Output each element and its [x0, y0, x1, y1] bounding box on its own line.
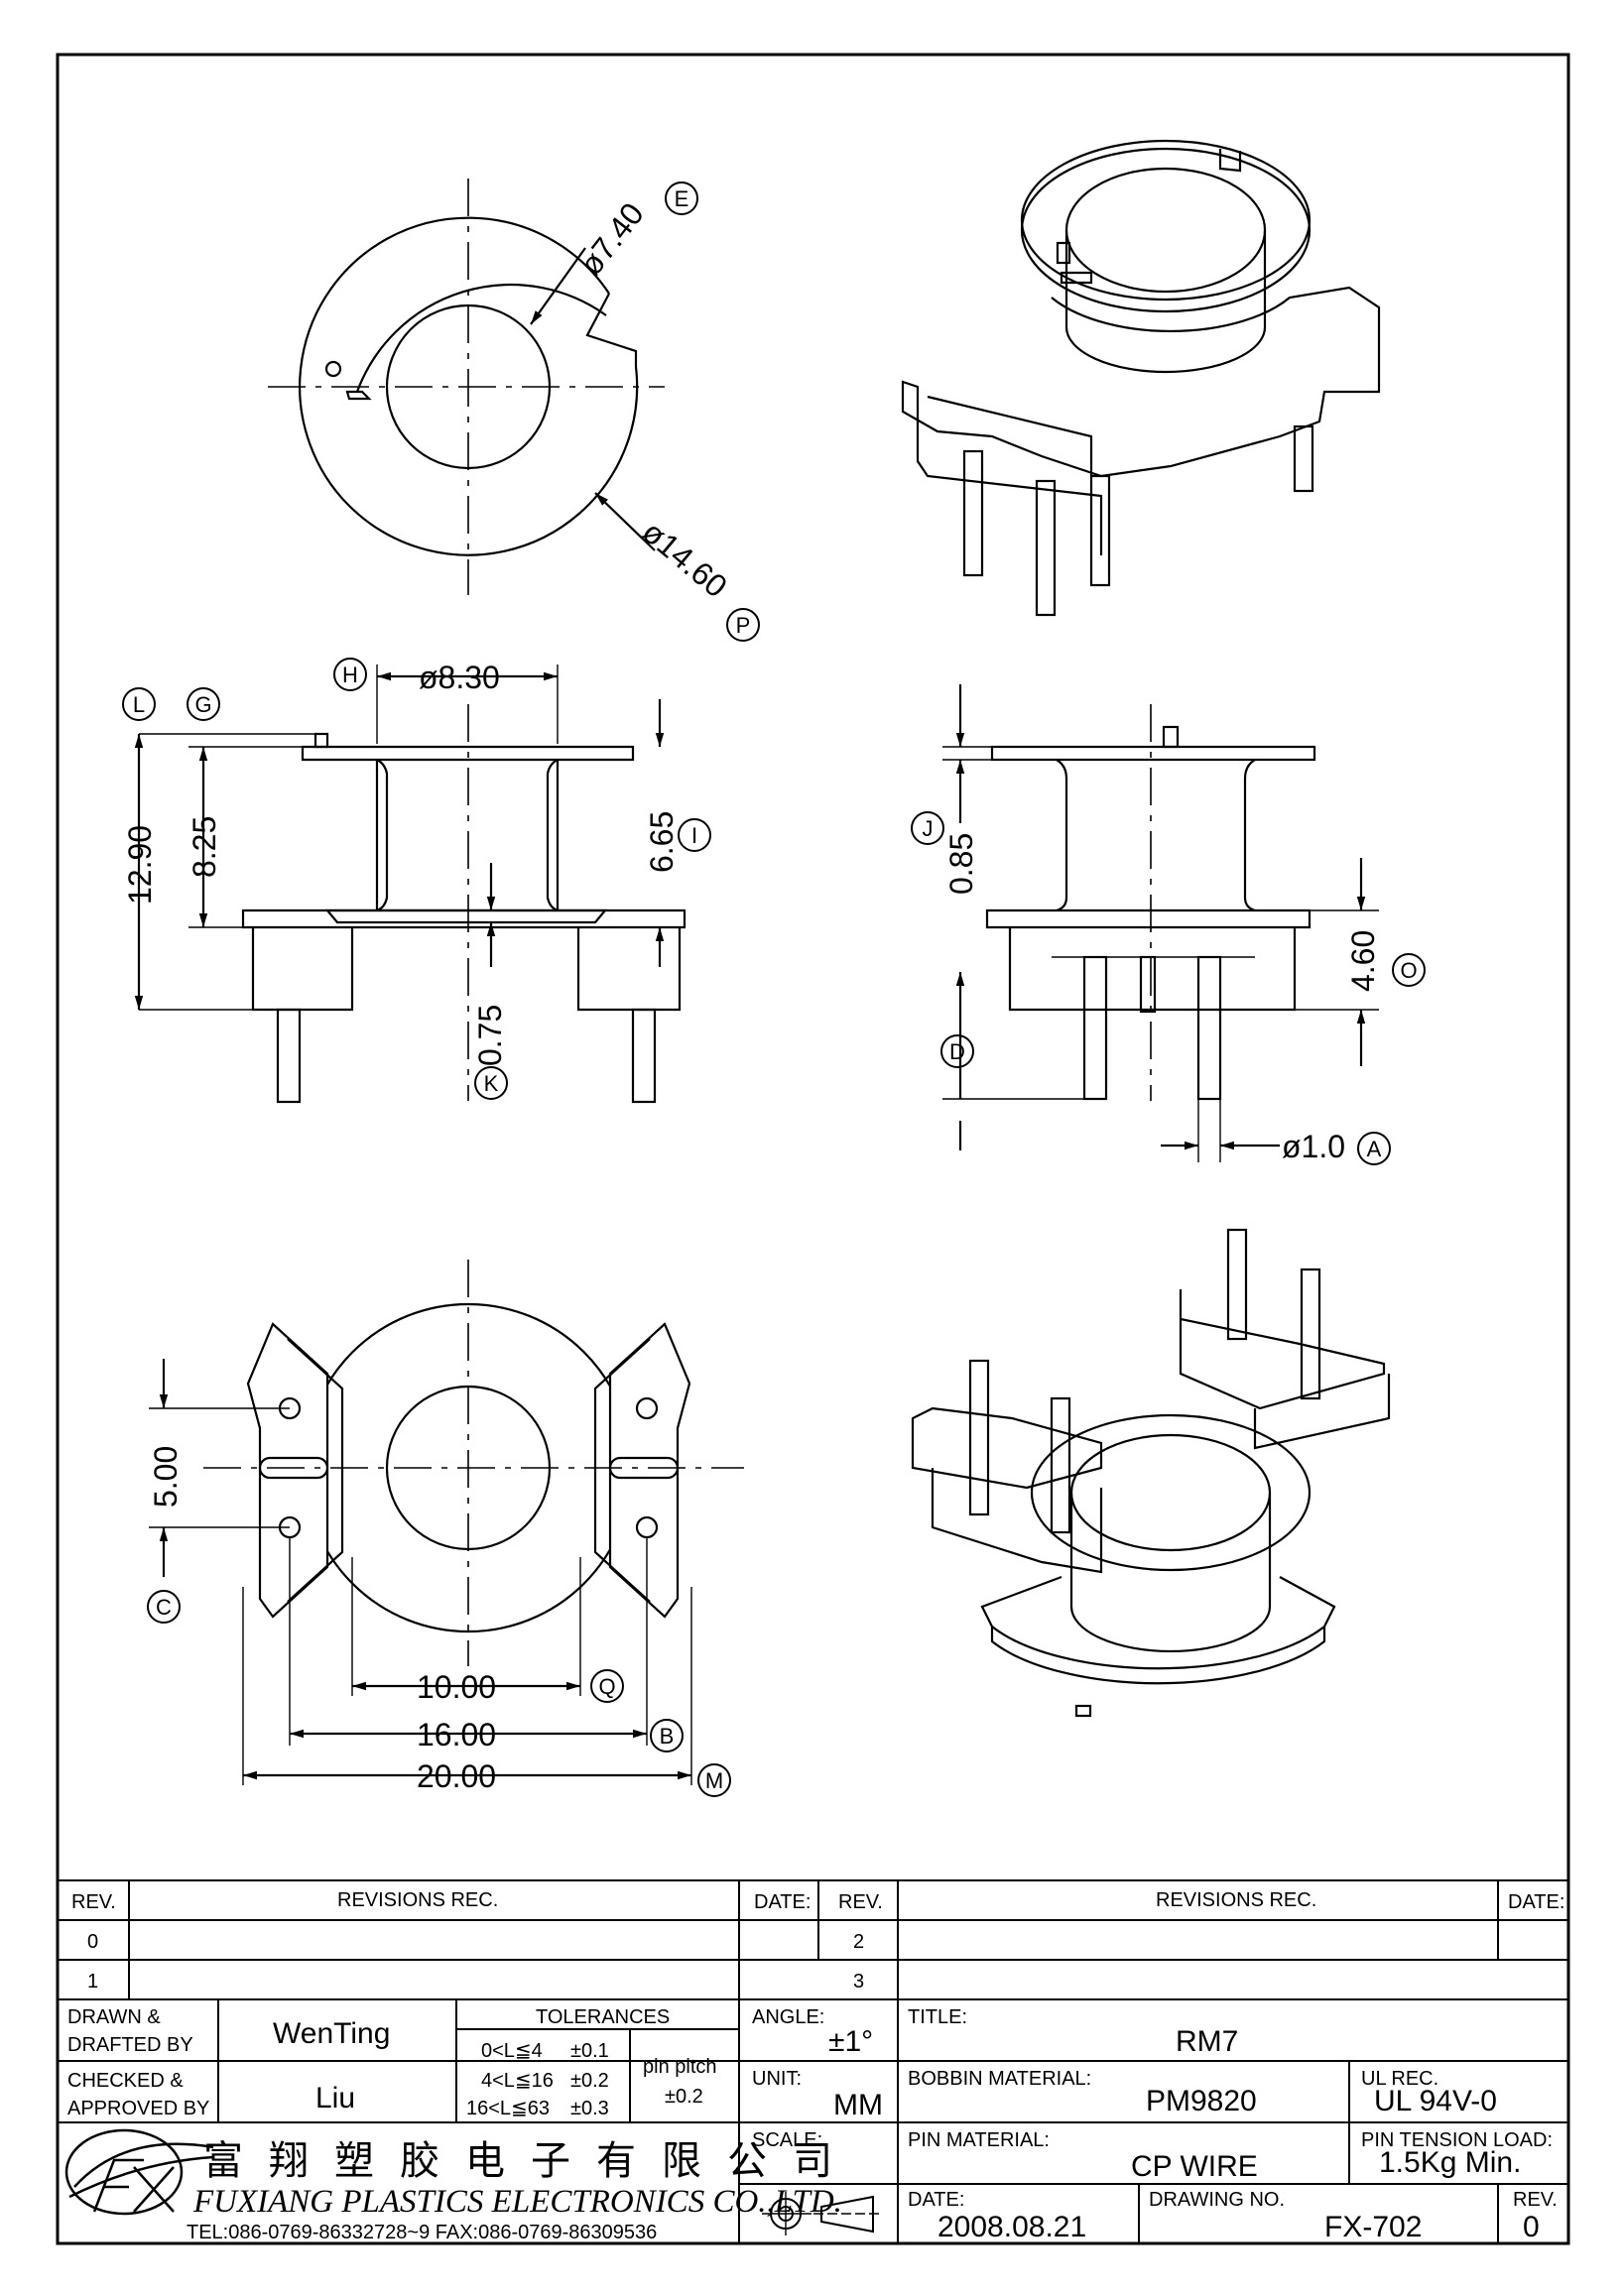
circled-markers — [122, 181, 1426, 1797]
bobbin-material-label: BOBBIN MATERIAL: — [908, 2068, 1091, 2090]
checked-label-1: CHECKED & — [67, 2070, 184, 2092]
pin-material-label: PIN MATERIAL: — [908, 2129, 1050, 2151]
title-label: TITLE: — [908, 2006, 967, 2028]
company-logo-icon — [64, 2128, 214, 2216]
dim-diameter-1-0: ø1.0 — [1282, 1129, 1345, 1164]
marker-l: L — [133, 692, 145, 717]
unit-value: MM — [833, 2089, 883, 2121]
pin-material-value: CP WIRE — [1131, 2150, 1258, 2183]
rev-row-0: 0 — [87, 1931, 98, 1953]
marker-e: E — [675, 186, 689, 211]
top-view — [268, 179, 665, 595]
pin-tension-label: PIN TENSION LOAD: — [1361, 2129, 1553, 2151]
drawn-by-value: WenTing — [273, 2017, 390, 2050]
circled-marker-letters: E P H L G I K J O D A C Q B M — [133, 186, 1418, 1793]
marker-k: K — [484, 1071, 499, 1096]
isometric-view-bottom — [911, 1228, 1391, 1718]
drawn-label-2: DRAFTED BY — [67, 2034, 193, 2056]
pin-pitch-label: pin pitch — [643, 2056, 717, 2078]
company-name-chinese: 富翔塑胶电子有限公司 — [203, 2138, 858, 2184]
rev-row-3: 3 — [853, 1971, 864, 1993]
drawn-label-1: DRAWN & — [67, 2006, 161, 2028]
dim-6-65: 6.65 — [644, 811, 680, 873]
dim-10-00: 10.00 — [417, 1669, 496, 1705]
marker-j: J — [923, 816, 934, 841]
dim-0-75: 0.75 — [472, 1005, 508, 1066]
angle-label: ANGLE: — [752, 2006, 824, 2028]
tol-range-2: 4<L≦16 — [481, 2070, 554, 2092]
ul-rec-value: UL 94V-0 — [1374, 2085, 1497, 2117]
company-name-english: FUXIANG PLASTICS ELECTRONICS CO.,LTD. — [192, 2184, 842, 2220]
marker-g: G — [194, 692, 211, 717]
date-header-right: DATE: — [1508, 1891, 1564, 1913]
date-label: DATE: — [908, 2189, 964, 2211]
dim-4-60: 4.60 — [1345, 930, 1381, 992]
tol-value-3: ±0.3 — [570, 2098, 609, 2119]
front-view — [134, 665, 687, 1104]
tolerances-label: TOLERANCES — [536, 2006, 670, 2028]
company-contact: TEL:086-0769-86332728~9 FAX:086-0769-863… — [187, 2222, 657, 2243]
date-value: 2008.08.21 — [937, 2211, 1086, 2243]
unit-label: UNIT: — [752, 2068, 802, 2090]
bottom-view — [149, 1260, 744, 1785]
drawing-no-value: FX-702 — [1324, 2211, 1422, 2243]
pin-tension-value: 1.5Kg Min. — [1379, 2146, 1521, 2179]
rev-row-1: 1 — [87, 1971, 98, 1993]
rec-header-left: REVISIONS REC. — [337, 1889, 498, 1911]
rev-header-right: REV. — [838, 1891, 883, 1913]
checked-by-value: Liu — [315, 2082, 355, 2115]
date-header-left: DATE: — [754, 1891, 811, 1913]
marker-a: A — [1367, 1137, 1382, 1161]
tol-range-1: 0<L≦4 — [481, 2040, 543, 2062]
title-block-grid — [58, 1879, 1568, 2243]
rev-row-2: 2 — [853, 1931, 864, 1953]
angle-value: ±1° — [828, 2025, 873, 2058]
dim-5-00: 5.00 — [148, 1446, 184, 1508]
marker-q: Q — [598, 1674, 615, 1699]
rev-label: REV. — [1513, 2189, 1558, 2211]
revision-table: REV. REVISIONS REC. DATE: REV. REVISIONS… — [71, 1889, 1564, 1993]
marker-p: P — [736, 613, 751, 638]
marker-b: B — [660, 1724, 675, 1749]
pin-hole — [324, 360, 342, 378]
dim-12-90: 12.90 — [122, 825, 158, 905]
dim-16-00: 16.00 — [417, 1717, 496, 1752]
title-value: RM7 — [1176, 2025, 1238, 2058]
marker-m: M — [705, 1768, 723, 1793]
drawing-no-label: DRAWING NO. — [1149, 2189, 1285, 2211]
ul-rec-label: UL REC. — [1361, 2068, 1438, 2090]
rev-header-left: REV. — [71, 1891, 116, 1913]
marker-h: H — [342, 663, 358, 687]
dim-8-25: 8.25 — [187, 816, 222, 878]
company-info: 富翔塑胶电子有限公司 FUXIANG PLASTICS ELECTRONICS … — [187, 2138, 858, 2243]
isometric-view-top — [901, 139, 1381, 617]
drawing-border — [56, 53, 1570, 2245]
tol-range-3: 16<L≦63 — [466, 2098, 550, 2119]
dim-diameter-14-60: ø14.60 — [636, 514, 734, 605]
dim-0-85: 0.85 — [943, 833, 979, 895]
marker-i: I — [691, 823, 697, 848]
side-view — [942, 684, 1379, 1162]
marker-d: D — [949, 1039, 965, 1064]
title-block: DRAWN & DRAFTED BY WenTing CHECKED & APP… — [67, 2006, 1558, 2243]
checked-label-2: APPROVED BY — [67, 2098, 209, 2119]
dim-diameter-8-30: ø8.30 — [419, 660, 500, 695]
dim-diameter-7-40: ø7.40 — [572, 196, 651, 283]
rev-value: 0 — [1523, 2211, 1540, 2243]
marker-c: C — [156, 1595, 172, 1620]
rec-header-right: REVISIONS REC. — [1156, 1889, 1316, 1911]
bobbin-material-value: PM9820 — [1146, 2085, 1257, 2117]
tol-value-1: ±0.1 — [570, 2040, 609, 2062]
pin-pitch-tol: ±0.2 — [665, 2086, 703, 2108]
tol-value-2: ±0.2 — [570, 2070, 609, 2092]
dim-20-00: 20.00 — [417, 1758, 496, 1794]
marker-o: O — [1400, 958, 1417, 983]
projection-symbol-icon — [762, 2192, 883, 2236]
scale-label: SCALE: — [752, 2129, 822, 2151]
